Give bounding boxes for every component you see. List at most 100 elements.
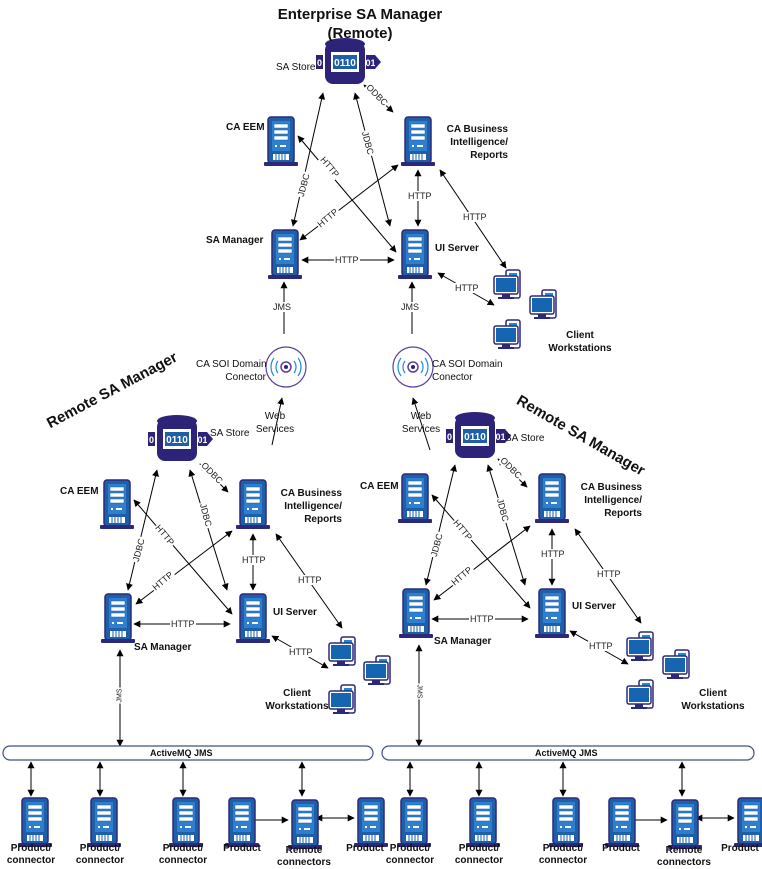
- client-workstations-line: Workstations: [265, 701, 329, 712]
- ca-eem-server-icon: [263, 116, 299, 167]
- product-label: Product/connector: [380, 843, 440, 867]
- title-line-2: (Remote): [327, 25, 393, 42]
- sa-store-icon: [148, 415, 213, 461]
- edge-label-http: HTTP: [462, 212, 488, 222]
- activemq-bus-label: ActiveMQ JMS: [150, 748, 213, 758]
- edge-label-http: HTTP: [407, 191, 433, 201]
- edge-http-bi-manager: [433, 525, 531, 601]
- sa-manager-server-icon: [398, 588, 434, 639]
- edge-jdbc: [424, 464, 457, 586]
- edge-web-services-left: [271, 397, 285, 446]
- edge-jdbc-store-ui: [353, 92, 392, 227]
- soi-connector-left-icon: [265, 346, 307, 388]
- ca-eem-label: CA EEM: [360, 481, 399, 492]
- ca-eem-label: CA EEM: [60, 486, 99, 497]
- product-label-line: Product: [602, 843, 640, 854]
- web-services-left-label: Web Services: [255, 410, 295, 436]
- edge-label-jms: JMS: [272, 302, 292, 312]
- workstation-icon: [662, 649, 690, 680]
- client-workstations-line: Workstations: [681, 701, 745, 712]
- remote-connector-server-icon: [287, 799, 323, 850]
- edge-http-eem-ui: [431, 494, 531, 609]
- edge-jdbc: [126, 469, 159, 591]
- sa-store-label: SA Store: [505, 433, 545, 444]
- ca-bi-label-line: Reports: [304, 514, 342, 525]
- product-label-line: Product/: [542, 843, 584, 854]
- product-server-icon: [224, 797, 260, 848]
- ca-bi-label-line: Reports: [470, 150, 508, 161]
- web-services-line: Web: [264, 411, 286, 422]
- ui-server-icon: [397, 229, 433, 280]
- product-label-line: connectors: [657, 857, 711, 868]
- soi-connector-left-label: CA SOI Domain Conector: [196, 358, 267, 384]
- product-server-icon: [604, 797, 640, 848]
- product-label: Product: [212, 843, 272, 855]
- product-label-line: connector: [454, 855, 504, 866]
- product-server-icon: [733, 797, 762, 848]
- product-label: Product/connector: [533, 843, 593, 867]
- workstation-icon: [493, 269, 521, 300]
- sa-manager-server-icon: [100, 593, 136, 644]
- workstation-icon: [493, 319, 521, 350]
- edge-jdbc: [486, 464, 527, 586]
- ca-bi-server-icon: [235, 479, 271, 530]
- product-label-line: Product/: [79, 843, 121, 854]
- soi-connector-right-icon: [392, 346, 434, 388]
- edge-label-http: HTTP: [540, 549, 566, 559]
- client-workstations-label: Client Workstations: [545, 329, 615, 355]
- edge-label-jms: JMS: [400, 302, 420, 312]
- product-label: Product/connector: [153, 843, 213, 867]
- product-label-line: Product/: [458, 843, 500, 854]
- product-server-icon: [548, 797, 584, 848]
- ca-bi-server-icon: [400, 116, 436, 167]
- ui-server-icon: [235, 593, 271, 644]
- sa-manager-label: SA Manager: [206, 235, 264, 246]
- ca-bi-label: CA Business Intelligence/ Reports: [436, 123, 508, 162]
- product-label-line: Product/: [10, 843, 52, 854]
- edge-label-http: HTTP: [297, 575, 323, 585]
- ui-server-icon: [534, 588, 570, 639]
- product-label-line: Product/: [389, 843, 431, 854]
- product-label: Product/connector: [70, 843, 130, 867]
- edge-label-http: HTTP: [170, 619, 196, 629]
- sa-manager-server-icon: [267, 229, 303, 280]
- sa-store-icon: [446, 412, 511, 458]
- workstation-icon: [328, 636, 356, 667]
- web-services-line: Web: [410, 411, 432, 422]
- remote-right-section: [381, 412, 762, 850]
- client-workstations-label: Client Workstations: [678, 687, 748, 713]
- product-label: Product/connector: [1, 843, 61, 867]
- remote-connector-server-icon: [667, 799, 703, 850]
- title-line-1: Enterprise SA Manager: [277, 6, 443, 23]
- edge-label-http: HTTP: [469, 614, 495, 624]
- edge-http-bi-manager: [135, 530, 233, 605]
- product-label-line: connector: [6, 855, 56, 866]
- ca-eem-label: CA EEM: [226, 122, 265, 133]
- sa-manager-label: SA Manager: [434, 636, 492, 647]
- product-label-line: Product/: [162, 843, 204, 854]
- workstation-icon: [529, 289, 557, 320]
- ca-bi-label-line: CA Business: [446, 124, 508, 135]
- web-services-line: Services: [255, 424, 295, 435]
- edge-label-http: HTTP: [588, 641, 614, 651]
- edge-label-http: HTTP: [454, 283, 480, 293]
- edge-label-http: HTTP: [288, 647, 314, 657]
- ca-bi-label-line: Intelligence/: [450, 137, 508, 148]
- product-label: Product/connector: [449, 843, 509, 867]
- sa-manager-label: SA Manager: [134, 642, 192, 653]
- product-label-line: connector: [158, 855, 208, 866]
- product-label-line: Product: [223, 843, 261, 854]
- web-services-line: Services: [401, 424, 441, 435]
- workstation-icon: [363, 655, 391, 686]
- product-server-icon: [17, 797, 53, 848]
- edge-label-http: HTTP: [596, 569, 622, 579]
- sa-store-label: SA Store: [276, 62, 316, 73]
- activemq-bus-left: [2, 745, 374, 761]
- edge-web-services-right: [411, 397, 431, 451]
- product-server-icon: [168, 797, 204, 848]
- edge-label-http: HTTP: [334, 255, 360, 265]
- product-label-line: connectors: [277, 857, 331, 868]
